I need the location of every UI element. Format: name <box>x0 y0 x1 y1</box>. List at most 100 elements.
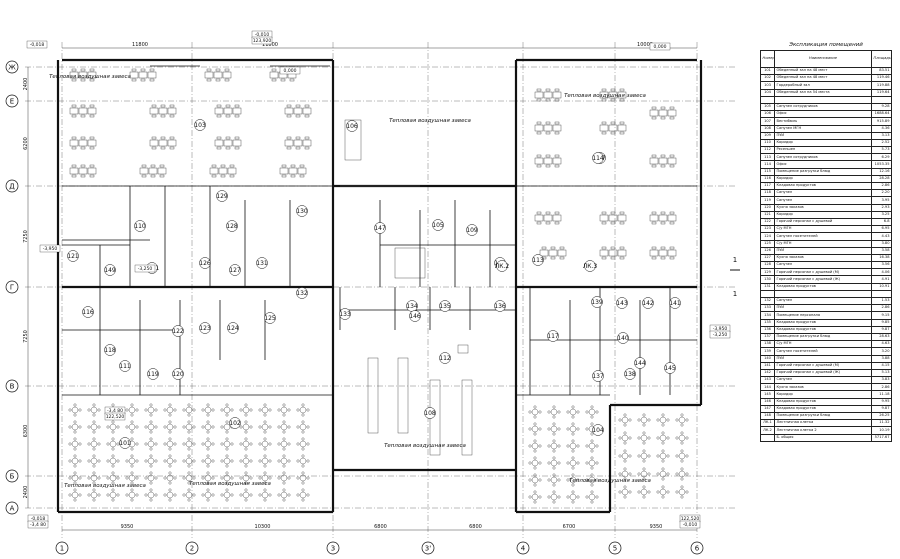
stool <box>661 485 665 489</box>
chair <box>89 146 95 150</box>
desk <box>213 71 223 79</box>
stool <box>92 488 96 492</box>
stool <box>201 459 205 463</box>
round-table <box>147 457 155 465</box>
stool <box>187 403 191 407</box>
stool <box>116 493 120 497</box>
desk <box>218 167 228 175</box>
stool <box>533 439 537 443</box>
stool <box>538 444 542 448</box>
stool <box>92 454 96 458</box>
schedule-cell-name: Офис <box>774 160 872 169</box>
stool <box>680 467 684 471</box>
room-number: 132 <box>296 290 308 297</box>
chair <box>619 121 625 125</box>
schedule-cell-name: Кладовая продуктов <box>774 318 872 327</box>
round-table <box>242 440 250 448</box>
stool <box>547 444 551 448</box>
chair <box>601 211 607 215</box>
stool <box>97 476 101 480</box>
chair <box>669 106 675 110</box>
schedule-cell-area: 3.56 <box>871 261 892 270</box>
chair <box>169 136 175 140</box>
desk <box>552 91 562 99</box>
stool <box>73 403 77 407</box>
stool <box>623 485 627 489</box>
stool <box>552 466 556 470</box>
stool <box>225 437 229 441</box>
schedule-cell-area: 119.64 <box>871 88 892 97</box>
schedule-cell-no: 110 <box>760 138 775 148</box>
chair <box>554 164 560 168</box>
desk <box>69 71 79 79</box>
desk <box>232 107 242 115</box>
chair <box>619 211 625 215</box>
chair <box>651 106 657 110</box>
schedule-cell-area: 3.13 <box>871 131 892 140</box>
desk <box>87 71 97 79</box>
stool <box>187 437 191 441</box>
desk <box>288 167 298 175</box>
stool <box>277 493 281 497</box>
room-bubble <box>119 437 131 449</box>
schedule-cell-name: ПУИ <box>774 131 872 140</box>
schedule-cell-no: 124 <box>760 232 775 241</box>
stool <box>149 481 153 485</box>
round-table <box>280 440 288 448</box>
stool <box>135 493 139 497</box>
stool <box>533 490 537 494</box>
stool <box>135 408 139 412</box>
stool <box>149 437 153 441</box>
stool <box>647 436 651 440</box>
stool <box>225 498 229 502</box>
stool <box>92 447 96 451</box>
stool <box>618 436 622 440</box>
stool <box>301 403 305 407</box>
chair <box>234 146 240 150</box>
stool <box>68 425 72 429</box>
room-number: 127 <box>229 267 241 274</box>
desk <box>279 167 289 175</box>
room-bubble <box>424 407 436 419</box>
schedule-cell-no: 129 <box>760 268 775 277</box>
chair <box>89 164 95 168</box>
stool <box>533 483 537 487</box>
round-table <box>299 423 307 431</box>
stool <box>666 490 670 494</box>
stool <box>111 420 115 424</box>
chair <box>140 68 146 72</box>
desk <box>599 91 609 99</box>
stool <box>130 437 134 441</box>
axis-bubble <box>5 60 19 74</box>
stool <box>680 477 684 481</box>
desk <box>658 214 668 222</box>
chair <box>669 154 675 158</box>
stool <box>211 408 215 412</box>
room-number: 136 <box>494 303 506 310</box>
desk <box>539 249 549 257</box>
schedule-cell-no: 102 <box>760 74 775 83</box>
stool <box>585 461 589 465</box>
stool <box>168 420 172 424</box>
chair <box>299 164 305 168</box>
schedule-cell-name: Санузел посетителей <box>774 347 872 356</box>
stool <box>287 476 291 480</box>
room-number: 123 <box>199 325 211 332</box>
desk <box>69 167 79 175</box>
axis-bubble <box>5 469 19 483</box>
stool <box>106 493 110 497</box>
round-table <box>204 491 212 499</box>
round-table <box>128 491 136 499</box>
room-number: 103 <box>194 122 206 129</box>
stool <box>301 437 305 441</box>
chair <box>610 221 616 225</box>
room-number: 145 <box>664 365 676 372</box>
stool <box>73 420 77 424</box>
stool <box>73 464 77 468</box>
stool <box>149 430 153 434</box>
desk <box>227 167 237 175</box>
chair <box>271 78 277 82</box>
stool <box>230 442 234 446</box>
stool <box>111 488 115 492</box>
